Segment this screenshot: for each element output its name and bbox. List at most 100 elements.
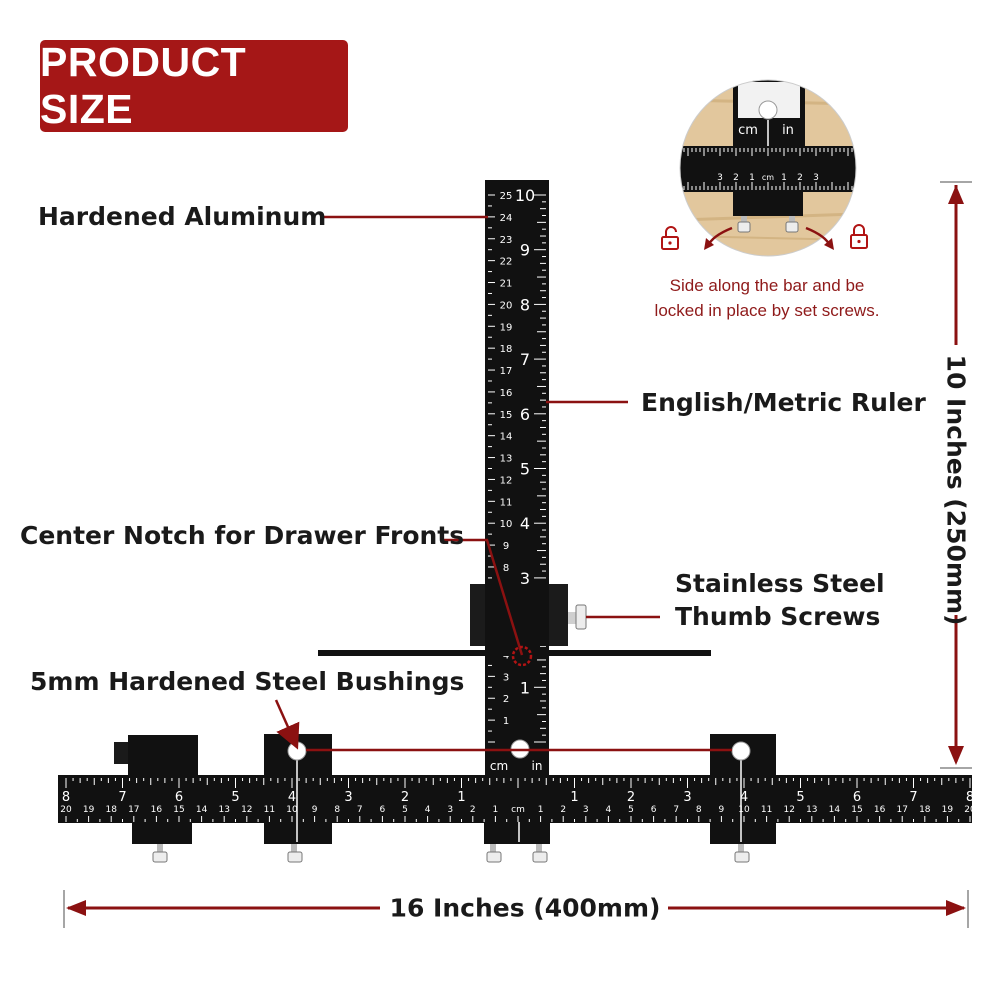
thumb-screw-vertical bbox=[568, 604, 587, 630]
vertical-in-mark: 4 bbox=[520, 514, 530, 533]
horizontal-cm-mark: 16 bbox=[874, 805, 886, 815]
callout-center-notch: Center Notch for Drawer Fronts bbox=[20, 521, 465, 550]
vertical-in-mark: 9 bbox=[520, 241, 530, 260]
horizontal-cm-mark: 18 bbox=[919, 805, 931, 815]
horizontal-cm-mark: 2 bbox=[470, 805, 476, 815]
horizontal-cm-mark: 1 bbox=[493, 805, 499, 815]
vertical-cm-mark: 22 bbox=[500, 257, 513, 268]
lock-icon bbox=[850, 224, 868, 249]
horizontal-in-mark: 8 bbox=[62, 790, 70, 805]
vertical-in-mark: 3 bbox=[520, 569, 530, 588]
vertical-cm-mark: 14 bbox=[500, 432, 513, 443]
horizontal-cm-mark: 20 bbox=[964, 805, 976, 815]
horizontal-in-mark: 6 bbox=[853, 790, 861, 805]
horizontal-cm-mark: 14 bbox=[196, 805, 208, 815]
inset-cm-label: cm bbox=[738, 123, 758, 138]
title-badge: PRODUCT SIZE bbox=[40, 39, 348, 132]
callout-bushings: 5mm Hardened Steel Bushings bbox=[30, 667, 465, 696]
vertical-ruler-scale: 1234567891011121314151617181920212223242… bbox=[488, 186, 546, 743]
bushing-block-center bbox=[484, 739, 550, 863]
horizontal-in-mark: 4 bbox=[740, 790, 748, 805]
height-dimension-label: 10 Inches (250mm) bbox=[941, 354, 971, 626]
horizontal-cm-mark: 8 bbox=[696, 805, 702, 815]
horizontal-cm-mark: 12 bbox=[783, 805, 794, 815]
horizontal-cm-mark: 20 bbox=[60, 805, 72, 815]
vertical-cm-mark: 12 bbox=[500, 475, 513, 486]
horizontal-cm-mark: 7 bbox=[673, 805, 679, 815]
horizontal-cm-mark: 17 bbox=[128, 805, 139, 815]
vertical-cm-mark: 1 bbox=[503, 716, 509, 727]
bushing-left bbox=[287, 741, 307, 761]
horizontal-cm-mark: 19 bbox=[83, 805, 95, 815]
width-dimension-label: 16 Inches (400mm) bbox=[389, 893, 661, 923]
horizontal-cm-mark: 15 bbox=[851, 805, 862, 815]
horizontal-in-mark: 2 bbox=[401, 790, 409, 805]
vertical-ruler-in-label: in bbox=[532, 759, 543, 773]
horizontal-cm-mark: 1 bbox=[538, 805, 544, 815]
vertical-cm-mark: 18 bbox=[500, 344, 513, 355]
horizontal-cm-mark: 11 bbox=[761, 805, 772, 815]
inset-caption: Side along the bar and be locked in plac… bbox=[617, 274, 917, 323]
vertical-cm-mark: 16 bbox=[500, 388, 513, 399]
horizontal-cm-mark: 5 bbox=[402, 805, 408, 815]
vertical-cm-mark: 8 bbox=[503, 563, 509, 574]
vertical-cm-mark: 20 bbox=[500, 300, 513, 311]
center-notch-marker bbox=[511, 645, 533, 667]
inset-caption-line1: Side along the bar and be bbox=[669, 276, 865, 295]
rotate-arrow-icon bbox=[704, 226, 834, 250]
vertical-cm-mark: 15 bbox=[500, 410, 513, 421]
horizontal-in-mark: 3 bbox=[683, 790, 691, 805]
horizontal-cm-mark: 10 bbox=[738, 805, 750, 815]
horizontal-cm-mark: 13 bbox=[218, 805, 229, 815]
unlock-icon bbox=[661, 226, 679, 250]
horizontal-in-mark: 4 bbox=[288, 790, 296, 805]
vertical-cm-mark: 2 bbox=[503, 694, 509, 705]
vertical-in-mark: 1 bbox=[520, 678, 530, 697]
inset-cm-mark: 3 bbox=[813, 173, 819, 183]
bushing-block-left bbox=[264, 734, 332, 863]
horizontal-in-mark: 3 bbox=[344, 790, 352, 805]
horizontal-in-mark: 6 bbox=[175, 790, 183, 805]
horizontal-cm-mark: 2 bbox=[560, 805, 566, 815]
vertical-cm-mark: 21 bbox=[500, 279, 513, 290]
horizontal-cm-mark: 6 bbox=[380, 805, 386, 815]
inset-cm-mark: 2 bbox=[733, 173, 739, 183]
vertical-cm-mark: 23 bbox=[500, 235, 513, 246]
inset-cm-mark: 2 bbox=[797, 173, 803, 183]
bushing-block-right bbox=[710, 734, 776, 863]
vertical-in-mark: 5 bbox=[520, 460, 530, 479]
height-dimension bbox=[940, 181, 972, 769]
horizontal-cm-mark: 6 bbox=[651, 805, 657, 815]
horizontal-in-mark: 7 bbox=[909, 790, 917, 805]
horizontal-cm-mark: 3 bbox=[447, 805, 453, 815]
leader-center-notch bbox=[440, 538, 524, 656]
horizontal-cm-mark: 9 bbox=[719, 805, 725, 815]
vertical-in-mark: 10 bbox=[515, 186, 535, 205]
horizontal-in-mark: 2 bbox=[627, 790, 635, 805]
vertical-in-mark: 8 bbox=[520, 295, 530, 314]
vertical-ruler-body bbox=[485, 180, 549, 780]
vertical-in-mark: 6 bbox=[520, 405, 530, 424]
vertical-ruler-cm-label: cm bbox=[490, 759, 508, 773]
callout-thumb-screws-line1: Stainless Steel bbox=[675, 569, 885, 598]
horizontal-in-mark: 1 bbox=[457, 790, 465, 805]
inset-in-label: in bbox=[782, 123, 794, 138]
vertical-cm-mark: 13 bbox=[500, 454, 513, 465]
horizontal-cm-mark: 4 bbox=[425, 805, 431, 815]
vertical-cm-mark: 10 bbox=[500, 519, 513, 530]
bushing-right bbox=[731, 741, 751, 761]
horizontal-in-mark: 8 bbox=[966, 790, 974, 805]
width-dimension bbox=[63, 890, 969, 928]
vertical-cm-mark: 25 bbox=[500, 191, 513, 202]
horizontal-cm-mark: 4 bbox=[606, 805, 612, 815]
vertical-cm-mark: 17 bbox=[500, 366, 513, 377]
end-stop-left bbox=[114, 735, 198, 863]
callout-hardened-aluminum: Hardened Aluminum bbox=[38, 202, 327, 231]
horizontal-in-mark: 5 bbox=[796, 790, 804, 805]
inset-cm-mark: 3 bbox=[717, 173, 723, 183]
horizontal-cm-mark: 13 bbox=[806, 805, 817, 815]
